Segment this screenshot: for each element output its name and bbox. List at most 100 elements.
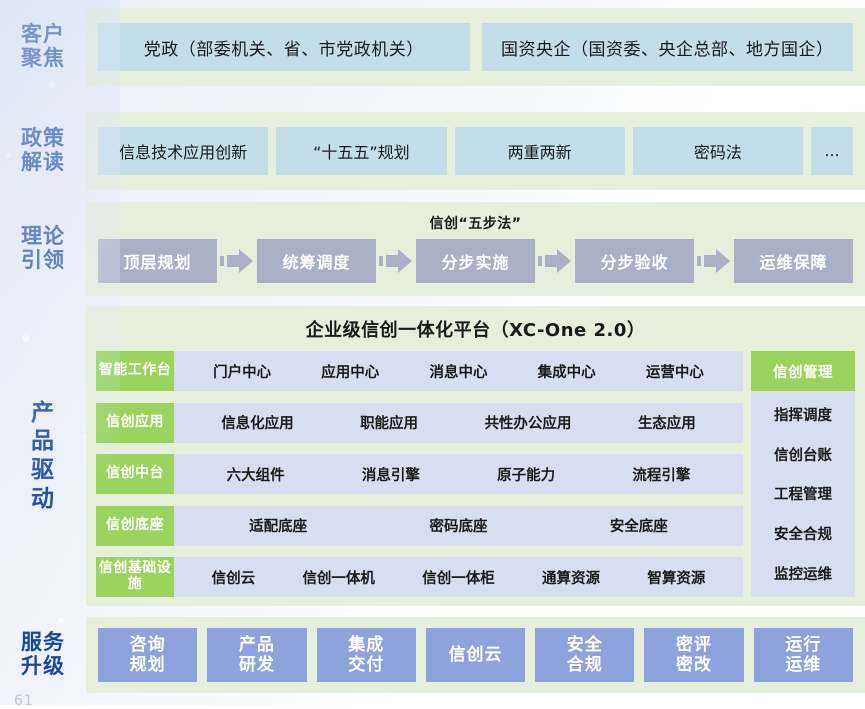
stack-item-xc-all-in-one-cabinet[interactable]: 信创一体柜 (422, 570, 495, 587)
stack-item-cryptography-base[interactable]: 密码底座 (429, 519, 488, 535)
service-chip-line: 产品 (238, 634, 275, 655)
five-step-flow: 顶层规划 统筹调度 分步实施 (98, 239, 853, 283)
service-chip-product-rnd[interactable]: 产品 研发 (207, 628, 307, 682)
step-box-phased-acceptance[interactable]: 分步验收 (575, 239, 694, 283)
stack-row-xc-base: 信创底座 适配底座 密码底座 安全底座 (96, 505, 743, 546)
service-chip-line: 集成 (348, 634, 385, 655)
stack-tag-xc-base: 信创底座 (96, 505, 174, 546)
stack-item-informatization-app[interactable]: 信息化应用 (221, 416, 294, 432)
management-item-command-dispatch[interactable]: 指挥调度 (774, 408, 832, 425)
arrow-right-icon (376, 246, 416, 276)
stack-items-xc-middle-platform: 六大组件 消息引擎 原子能力 流程引擎 (174, 454, 743, 494)
band-label-line: 产 (31, 399, 55, 426)
service-chip-line: 合规 (566, 655, 603, 675)
band-label-theory: 理论 引领 (0, 202, 86, 296)
arrow-right-icon (535, 246, 575, 276)
stack-items-smart-workbench: 门户中心 应用中心 消息中心 集成中心 运营中心 (174, 351, 743, 391)
stack-row-smart-workbench: 智能工作台 门户中心 应用中心 消息中心 集成中心 运营中心 (96, 351, 743, 391)
platform-title: 企业级信创一体化平台（XC-One 2.0） (305, 320, 646, 341)
arrow-right-icon (694, 246, 734, 276)
page-number: 61 (14, 693, 34, 709)
service-chip-integration-delivery[interactable]: 集成 交付 (316, 628, 416, 682)
stack-tag-xc-infrastructure: 信创基础设施 (96, 557, 174, 597)
stack-item-ai-computing-resource[interactable]: 智算资源 (647, 570, 706, 587)
platform-main: 智能工作台 门户中心 应用中心 消息中心 集成中心 运营中心 信创应用 (96, 351, 855, 597)
band-label-line: 动 (31, 485, 55, 512)
management-item-security-compliance[interactable]: 安全合规 (774, 527, 832, 544)
band-body-service: 咨询 规划 产品 研发 集成 交付 信创云 安全 合规 密评 密改 (86, 617, 865, 693)
stack-item-process-engine[interactable]: 流程引擎 (632, 467, 691, 484)
service-chip-line: 交付 (348, 655, 385, 675)
band-label-line: 服务 (21, 630, 65, 655)
service-chip-line: 安全 (566, 634, 603, 655)
stack-item-general-computing-resource[interactable]: 通算资源 (542, 570, 601, 587)
service-chip-crypto-evaluation[interactable]: 密评 密改 (644, 628, 744, 682)
stack-tag-xc-applications: 信创应用 (96, 402, 174, 443)
stack-item-xc-all-in-one-machine[interactable]: 信创一体机 (302, 570, 375, 587)
band-label-line: 政策 (21, 126, 65, 151)
stack-item-functional-app[interactable]: 职能应用 (360, 416, 419, 432)
stack-item-atomic-capability[interactable]: 原子能力 (497, 467, 556, 484)
stack-item-common-office-app[interactable]: 共性办公应用 (484, 416, 572, 432)
stack-tag-xc-middle-platform: 信创中台 (96, 454, 174, 494)
service-chip-line: 信创云 (448, 644, 503, 665)
step-box-om-assurance[interactable]: 运维保障 (734, 239, 853, 283)
service-chip-xc-cloud[interactable]: 信创云 (425, 628, 526, 682)
band-body-customer-focus: 党政（部委机关、省、市党政机关） 国资央企（国资委、央企总部、地方国企） (86, 8, 865, 86)
band-theory-guidance: 理论 引领 信创“五步法” 顶层规划 统筹调度 (0, 202, 865, 296)
stack-row-xc-infrastructure: 信创基础设施 信创云 信创一体机 信创一体柜 通算资源 智算资源 (96, 557, 743, 597)
step-box-coordinated-scheduling[interactable]: 统筹调度 (257, 239, 376, 283)
stack-item-six-components[interactable]: 六大组件 (226, 467, 285, 484)
band-label-service-upgrade: 服务 升级 (0, 617, 86, 693)
band-label-line: 升级 (21, 654, 65, 678)
stack-item-application-center[interactable]: 应用中心 (321, 364, 380, 381)
service-chip-operation-om[interactable]: 运行 运维 (753, 628, 853, 682)
stack-row-xc-applications: 信创应用 信息化应用 职能应用 共性办公应用 生态应用 (96, 402, 743, 443)
customer-chip-government[interactable]: 党政（部委机关、省、市党政机关） (98, 23, 470, 71)
step-box-top-level-planning[interactable]: 顶层规划 (98, 239, 217, 283)
stack-items-xc-applications: 信息化应用 职能应用 共性办公应用 生态应用 (174, 402, 743, 443)
band-label-line: 引领 (21, 248, 65, 272)
service-chip-line: 密改 (676, 655, 713, 675)
management-item-project-management[interactable]: 工程管理 (774, 487, 832, 504)
arrow-right-icon (217, 246, 257, 276)
band-label-customer-focus: 客户 聚焦 (0, 8, 86, 86)
customer-chip-soe[interactable]: 国资央企（国资委、央企总部、地方国企） (481, 23, 853, 71)
band-label-line: 解读 (21, 150, 65, 174)
platform-stack: 智能工作台 门户中心 应用中心 消息中心 集成中心 运营中心 信创应用 (96, 351, 743, 597)
stack-item-message-engine[interactable]: 消息引擎 (361, 467, 420, 484)
stack-items-xc-base: 适配底座 密码底座 安全底座 (174, 505, 743, 546)
stack-row-xc-middle-platform: 信创中台 六大组件 消息引擎 原子能力 流程引擎 (96, 454, 743, 494)
policy-chip-two-heavy-two-new[interactable]: 两重两新 (454, 127, 625, 175)
band-product-driven: 产 品 驱 动 企业级信创一体化平台（XC-One 2.0） 智能工作台 门户中… (0, 306, 865, 606)
band-label-line: 驱 (31, 457, 55, 483)
stack-item-adaptation-base[interactable]: 适配底座 (249, 519, 308, 535)
service-chip-consulting-planning[interactable]: 咨询 规划 (98, 628, 198, 682)
stack-item-xc-cloud[interactable]: 信创云 (211, 570, 256, 587)
stack-item-ecosystem-app[interactable]: 生态应用 (637, 416, 696, 432)
stack-items-xc-infrastructure: 信创云 信创一体机 信创一体柜 通算资源 智算资源 (174, 557, 743, 597)
policy-chip-cryptography-law[interactable]: 密码法 (632, 127, 803, 175)
policy-chip-15th-five-year-plan[interactable]: “十五五”规划 (276, 127, 447, 175)
management-item-xc-ledger[interactable]: 信创台账 (774, 447, 832, 464)
service-chip-line: 运维 (785, 655, 822, 675)
management-column: 信创管理 指挥调度 信创台账 工程管理 安全合规 监控运维 (751, 351, 855, 597)
stack-item-operation-center[interactable]: 运营中心 (645, 364, 704, 381)
stack-item-security-base[interactable]: 安全底座 (609, 519, 668, 535)
service-chip-line: 咨询 (129, 634, 166, 655)
policy-chip-more[interactable]: … (811, 127, 853, 175)
band-body-theory: 信创“五步法” 顶层规划 统筹调度 分步实施 (86, 202, 865, 296)
band-service-upgrade: 服务 升级 咨询 规划 产品 研发 集成 交付 信创云 安全 合规 (0, 617, 865, 693)
stack-item-message-center[interactable]: 消息中心 (429, 364, 488, 381)
policy-chip-it-innovation[interactable]: 信息技术应用创新 (98, 127, 269, 175)
stack-item-portal-center[interactable]: 门户中心 (213, 364, 272, 381)
band-label-line: 客户 (21, 22, 65, 47)
band-body-policy: 信息技术应用创新 “十五五”规划 两重两新 密码法 … (86, 112, 865, 190)
management-item-monitoring-om[interactable]: 监控运维 (774, 566, 832, 583)
stack-item-integration-center[interactable]: 集成中心 (537, 364, 596, 381)
step-box-phased-implementation[interactable]: 分步实施 (416, 239, 535, 283)
service-chip-security-compliance[interactable]: 安全 合规 (535, 628, 635, 682)
service-chip-line: 运行 (785, 634, 822, 655)
band-label-product-driven: 产 品 驱 动 (0, 306, 86, 606)
